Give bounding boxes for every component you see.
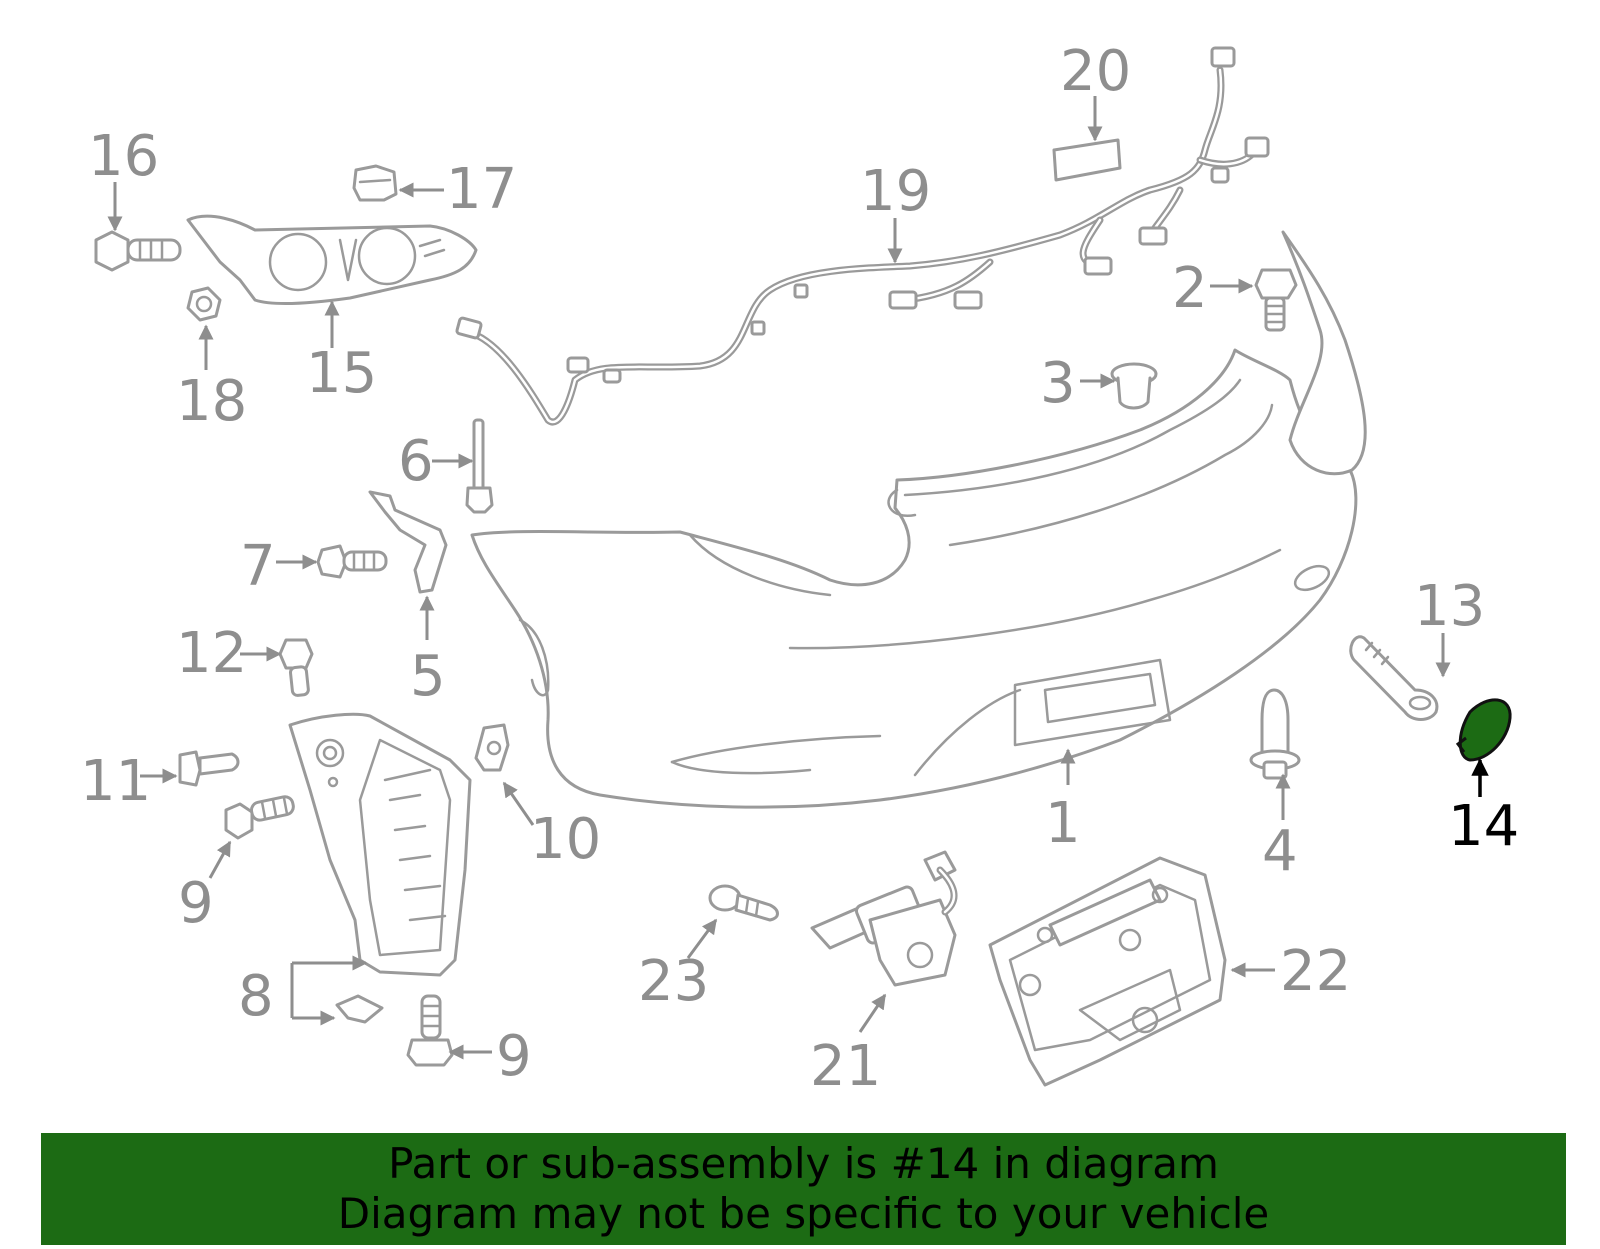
- banner-line-1: Part or sub-assembly is #14 in diagram: [388, 1139, 1219, 1188]
- callout-22: 22: [1280, 939, 1351, 1004]
- callout-2: 2: [1172, 256, 1208, 321]
- callout-6: 6: [398, 429, 434, 494]
- part-23-screw: [708, 884, 779, 922]
- part-15-light-bracket: [186, 214, 478, 305]
- part-9-bolt-upper: [224, 795, 295, 840]
- callout-5: 5: [410, 644, 446, 709]
- callout-21: 21: [810, 1034, 881, 1099]
- part-12-bolt: [278, 638, 314, 697]
- part-16-bolt: [94, 230, 182, 272]
- part-2-bolt: [1254, 268, 1298, 332]
- part-14-tow-hook-cover: [1455, 698, 1512, 762]
- callout-14-highlighted: 14: [1448, 794, 1519, 859]
- part-1-bumper-cover: [470, 230, 1367, 809]
- part-11-push-pin: [178, 750, 240, 787]
- part-13-tow-hook: [1349, 635, 1439, 721]
- callout-23: 23: [638, 949, 709, 1014]
- callout-16: 16: [88, 124, 159, 189]
- notice-banner: Part or sub-assembly is #14 in diagram D…: [41, 1133, 1566, 1245]
- callout-1: 1: [1045, 791, 1081, 856]
- part-4-screw: [1249, 688, 1301, 780]
- leader-lines: [107, 96, 1489, 1060]
- callout-8: 8: [238, 964, 274, 1029]
- banner-line-2: Diagram may not be specific to your vehi…: [337, 1189, 1270, 1238]
- callout-9-lower: 9: [496, 1024, 532, 1089]
- part-9-bolt-lower: [406, 994, 454, 1067]
- callout-15: 15: [306, 341, 377, 406]
- callout-20: 20: [1060, 39, 1131, 104]
- callout-9-upper: 9: [178, 871, 214, 936]
- part-17-clip: [352, 164, 398, 202]
- part-6-pin: [465, 418, 494, 514]
- part-8-bracket-assembly: [288, 712, 472, 1024]
- callout-7: 7: [240, 534, 276, 599]
- callout-12: 12: [176, 621, 247, 686]
- callout-17: 17: [446, 157, 517, 222]
- part-5-bracket: [368, 490, 448, 594]
- part-20-label: [1052, 138, 1122, 182]
- callout-11: 11: [80, 749, 151, 814]
- callout-18: 18: [176, 369, 247, 434]
- callout-4: 4: [1262, 819, 1298, 884]
- part-22-bracket-module: [988, 856, 1227, 1087]
- part-21-sensor: [810, 850, 958, 987]
- part-19-wiring-harness: [455, 46, 1270, 426]
- callout-3: 3: [1040, 351, 1076, 416]
- callout-19: 19: [860, 159, 931, 224]
- callout-labels: 1 2 3 4 5 6 7 8 9 9 10 11 12 13 14 15 16…: [80, 39, 1519, 1099]
- part-10-clip: [474, 723, 510, 772]
- part-7-bolt: [316, 544, 388, 579]
- part-18-nut: [186, 286, 222, 322]
- part-3-grommet: [1110, 362, 1158, 410]
- callout-13: 13: [1414, 574, 1485, 639]
- callout-10: 10: [530, 807, 601, 872]
